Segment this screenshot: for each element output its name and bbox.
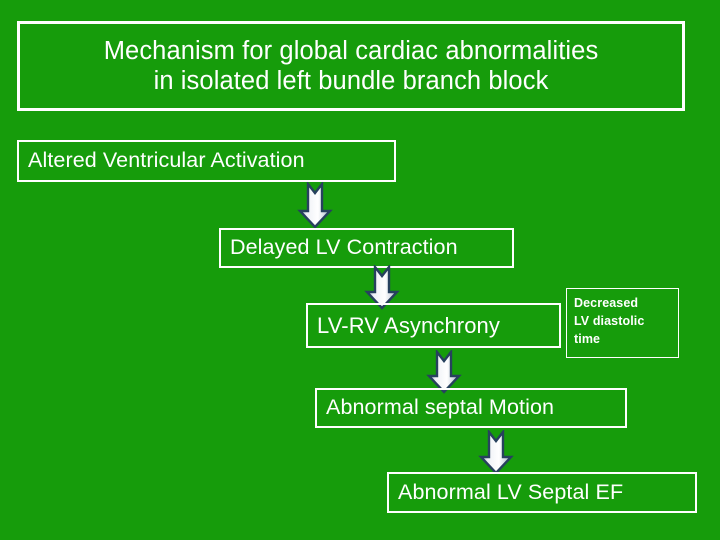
flow-node-delayed-lv-contraction: Delayed LV Contraction <box>219 228 514 268</box>
flow-note-decreased-lv-diastolic-time: Decreased LV diastolic time <box>566 288 679 358</box>
flow-node-lv-rv-asynchrony: LV-RV Asynchrony <box>306 303 561 348</box>
arrow-down-icon-3 <box>426 350 462 394</box>
arrow-down-icon-1 <box>297 182 333 229</box>
arrow-down-icon-2 <box>364 265 400 310</box>
arrow-down-icon-4 <box>478 430 514 475</box>
flow-node-altered-ventricular-activation: Altered Ventricular Activation <box>17 140 396 182</box>
flow-node-abnormal-lv-septal-ef: Abnormal LV Septal EF <box>387 472 697 513</box>
flow-node-abnormal-septal-motion: Abnormal septal Motion <box>315 388 627 428</box>
slide-title: Mechanism for global cardiac abnormaliti… <box>17 21 685 111</box>
